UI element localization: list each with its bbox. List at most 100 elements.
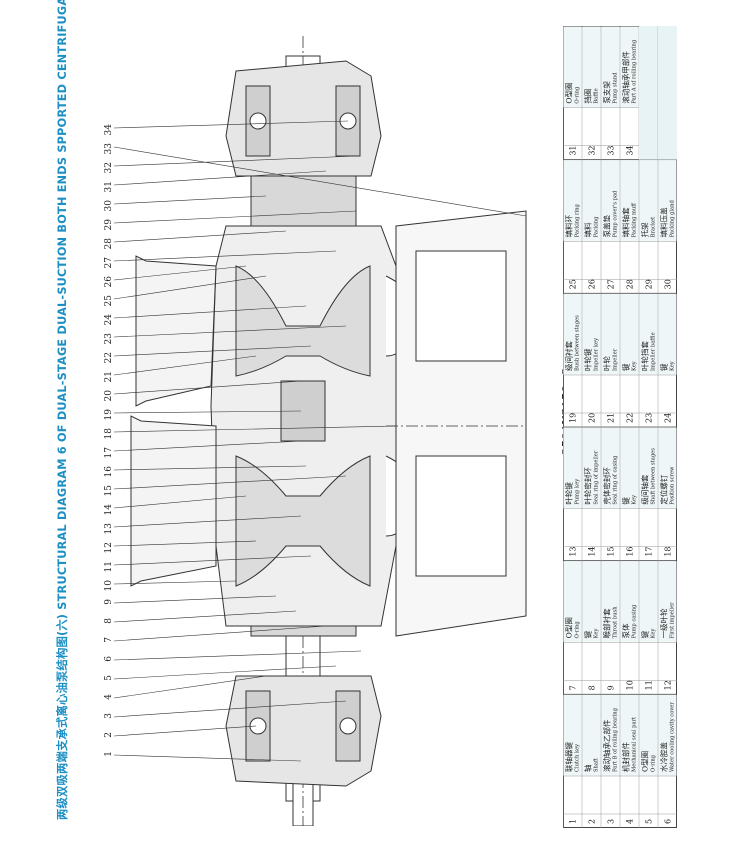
part-name-en: O-ring — [575, 86, 581, 104]
part-number: 28 — [626, 279, 635, 289]
callout-number: 18 — [104, 428, 114, 440]
part-number: 30 — [664, 279, 673, 289]
callout-number: 12 — [104, 542, 114, 553]
part-number: 34 — [626, 145, 635, 155]
part-name-en: Impeller key — [594, 338, 600, 371]
part-name-cn: 键 — [659, 363, 669, 371]
part-number: 2 — [588, 819, 597, 824]
part-name-en: O-ring — [575, 621, 581, 639]
part-number: 18 — [664, 546, 673, 556]
part-name-en: Key — [632, 495, 638, 505]
part-number: 16 — [626, 546, 635, 556]
callout-number: 1 — [104, 751, 114, 757]
part-number: 11 — [645, 680, 654, 690]
callout-number: 2 — [104, 732, 114, 738]
part-name-cn: 挡圈 — [583, 89, 593, 104]
part-name-cn: 喉部衬套 — [602, 608, 612, 638]
part-number: 17 — [645, 546, 654, 556]
callout-number: 19 — [104, 409, 114, 421]
callout-number: 10 — [104, 580, 114, 592]
part-number: 6 — [664, 819, 673, 824]
part-number: 32 — [588, 145, 597, 155]
suction-nozzle — [135, 255, 217, 407]
callout-number: 21 — [104, 371, 114, 382]
part-name-cn: 壳体密封环 — [602, 467, 612, 505]
part-number: 27 — [607, 279, 616, 289]
page-title: 两级双吸两端支承式离心油泵结构图(六) STRUCTURAL DIAGRAM 6… — [56, 0, 69, 820]
impeller-first-stage — [235, 455, 371, 587]
part-number: 33 — [607, 145, 616, 155]
part-name-en: Packing gland — [670, 200, 676, 238]
part-name-en: Impeller — [613, 348, 619, 371]
part-name-cn: 泵支架 — [602, 81, 612, 104]
part-name-cn: 填料轴套 — [621, 207, 631, 237]
part-name-cn: 键 — [640, 630, 650, 638]
callout-number: 20 — [104, 390, 114, 402]
part-number: 24 — [664, 413, 673, 423]
callout-number: 33 — [104, 143, 114, 155]
part-name-cn: 填料压盖 — [659, 207, 669, 237]
part-name-en: Pump key — [575, 479, 581, 505]
part-number: 12 — [664, 680, 673, 690]
part-name-en: Baffle — [594, 88, 600, 103]
part-name-cn: 托架 — [640, 222, 650, 237]
part-name-cn: 泵体 — [621, 623, 631, 638]
part-name-en: Pump stand — [613, 72, 619, 104]
callout-number: 13 — [104, 523, 114, 535]
part-name-cn: O型圈 — [565, 83, 574, 104]
part-number: 29 — [645, 279, 654, 289]
part-name-en: Packing — [594, 216, 600, 237]
callout-number: 28 — [104, 238, 114, 250]
part-name-cn: 级间衬套 — [564, 341, 574, 371]
part-name-en: O-ring — [651, 754, 657, 772]
part-name-en: Water cooling cavity cover — [670, 702, 676, 772]
part-number: 19 — [569, 413, 578, 423]
part-name-en: Impeller baffle — [651, 332, 657, 371]
part-number: 23 — [645, 413, 654, 423]
part-name-en: Pump cover's pad — [613, 190, 619, 237]
part-name-cn: 水冷腔盖 — [659, 742, 669, 772]
part-number: 10 — [626, 680, 635, 690]
part-name-en: Throat bush — [613, 606, 619, 639]
callout-number: 6 — [104, 656, 114, 662]
part-name-en: Seal ring of casing — [613, 455, 619, 505]
callout-number: 31 — [104, 181, 114, 192]
part-name-cn: 叶轮密封环 — [583, 467, 593, 505]
callout-number: 14 — [104, 504, 114, 516]
part-name-en: Position screw — [670, 466, 676, 505]
part-number: 3 — [607, 819, 616, 824]
callout-number: 16 — [104, 466, 114, 478]
part-number: 31 — [569, 145, 578, 155]
part-number: 8 — [588, 685, 597, 690]
part-name-en: Packing ring — [575, 203, 581, 237]
callout-number: 8 — [104, 618, 114, 624]
part-name-en: Clutch key — [575, 744, 581, 772]
part-name-en: Key — [594, 629, 600, 639]
part-number: 7 — [569, 685, 578, 690]
stuffing-box-top — [250, 175, 357, 227]
part-name-cn: 叶轮键 — [583, 348, 593, 371]
part-name-en: Part B of rolling bearing — [613, 707, 619, 772]
callout-number: 26 — [104, 276, 114, 288]
part-name-cn: 轴 — [583, 765, 593, 773]
pump-cross-section-drawing: 1234567891011121314151617181920212223242… — [104, 36, 527, 826]
part-name-en: Key — [670, 361, 676, 371]
part-name-cn: 联轴器键 — [564, 742, 574, 772]
discharge-nozzle — [130, 415, 217, 587]
callout-number: 34 — [104, 124, 114, 136]
part-name-en: Bush between stages — [575, 315, 581, 371]
callout-number: 11 — [104, 561, 114, 572]
part-name-cn: O型圈 — [641, 751, 650, 772]
part-name-cn: 机封部件 — [621, 742, 631, 772]
part-name-cn: 定位螺钉 — [659, 474, 669, 504]
part-name-cn: 级间轴套 — [640, 474, 650, 504]
part-name-cn: 滚动轴承甲部件 — [621, 51, 631, 104]
callout-number: 23 — [104, 333, 114, 345]
callout-number: 30 — [104, 200, 114, 212]
part-number: 21 — [607, 413, 616, 423]
callout-number: 7 — [104, 637, 114, 643]
part-name-cn: 键 — [621, 363, 631, 371]
part-name-en: Packing muff — [632, 203, 638, 238]
callout-number: 17 — [104, 447, 114, 459]
